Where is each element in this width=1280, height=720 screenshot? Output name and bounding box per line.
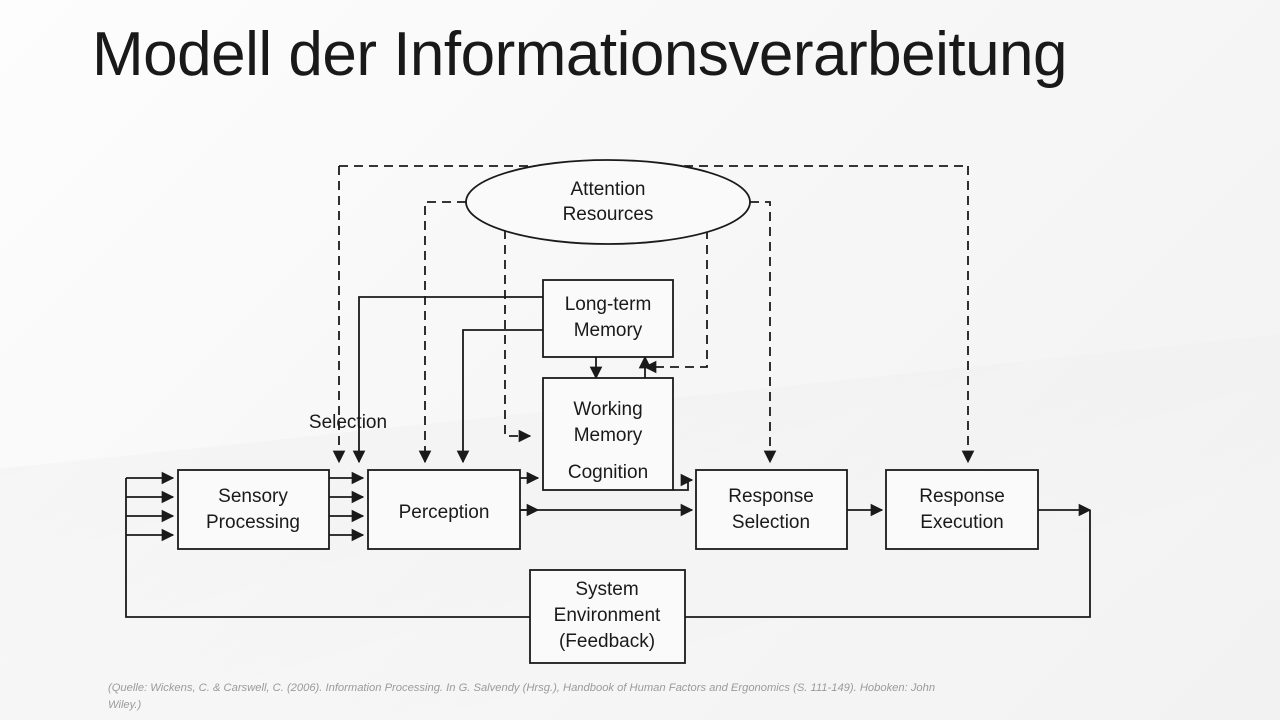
attention-dashed-to-perception: [418, 201, 466, 464]
page-title: Modell der Informationsverarbeitung: [92, 20, 1068, 89]
node-sensory-processing: [177, 469, 330, 550]
response-execution-label-line1: Response: [919, 486, 1005, 507]
system-environment-label-line2: Environment: [554, 605, 661, 626]
sensory-label-line2: Processing: [206, 512, 300, 533]
wm-label-line1: Working: [573, 399, 642, 420]
node-system-environment: [529, 569, 686, 664]
response-selection-label-line2: Selection: [732, 512, 810, 533]
ltm-to-perception-line-a: [352, 296, 543, 464]
node-response-selection: [695, 469, 848, 550]
wm-to-response-selection: [673, 473, 694, 491]
response-execution-label-line2: Execution: [920, 512, 1003, 533]
node-long-term-memory: [542, 279, 674, 358]
sensory-label-line1: Sensory: [218, 486, 288, 507]
perception-label: Perception: [399, 502, 490, 523]
ltm-label-line2: Memory: [574, 320, 643, 341]
attention-dashed-to-memory-link: [643, 230, 708, 374]
node-perception: [367, 469, 521, 550]
wm-label-line3: Cognition: [568, 462, 648, 483]
system-environment-label-line1: System: [575, 579, 638, 600]
selection-annotation: Selection: [309, 412, 387, 433]
attention-label-line2: Resources: [563, 204, 654, 225]
ltm-to-perception-line-b: [456, 329, 543, 464]
source-caption: (Quelle: Wickens, C. & Carswell, C. (200…: [108, 682, 936, 712]
node-response-execution: [885, 469, 1039, 550]
ltm-label-line1: Long-term: [565, 294, 652, 315]
node-working-memory: [542, 377, 674, 491]
feedback-environment-to-input: [125, 478, 530, 618]
wm-label-line2: Memory: [574, 425, 643, 446]
attention-dashed-to-working-memory-left: [504, 230, 532, 443]
information-processing-diagram: Attention Resources Long-term Memory Wor…: [0, 140, 1280, 670]
attention-dashed-to-response-selection: [750, 201, 777, 464]
attention-label-line1: Attention: [571, 179, 646, 200]
system-environment-label-line3: (Feedback): [559, 631, 655, 652]
node-attention-resources: [465, 159, 751, 245]
response-selection-label-line1: Response: [728, 486, 814, 507]
feedback-right-to-environment: [685, 510, 1091, 618]
